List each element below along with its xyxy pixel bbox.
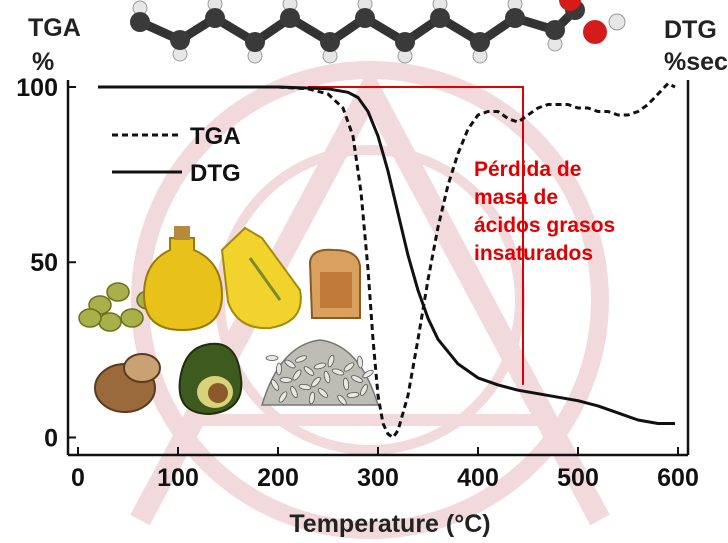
molecule-oxygen-atom	[559, 0, 581, 11]
plot-area: 0 50 100 0 100 200 300 400 500 600 TGA DTG Pérdida d…	[16, 74, 699, 492]
bottle-cork-icon	[174, 226, 190, 240]
sunflower-seed-icon	[351, 375, 363, 383]
molecule-carbon-atom	[205, 8, 225, 28]
x-tick-label: 200	[257, 464, 299, 492]
annotation-line: Pérdida de	[474, 158, 581, 181]
olive-icon	[98, 312, 122, 332]
sunflower-seed-icon	[343, 362, 355, 372]
olive-icon	[106, 282, 130, 302]
sunflower-seed-icon	[303, 366, 315, 376]
x-tick-label: 100	[157, 464, 199, 492]
x-axis-label: Temperature (°C)	[289, 510, 490, 538]
olive-oil-bottle-icon	[142, 237, 224, 332]
x-tick-label: 500	[557, 464, 599, 492]
molecule-hydrogen-atom	[608, 13, 626, 31]
series-line-tga	[98, 82, 676, 439]
molecule-carbon-atom	[395, 32, 415, 52]
annotation-line: ácidos grasos	[474, 214, 615, 237]
sunflower-seed-icon	[265, 355, 279, 361]
food-illustrations	[78, 226, 380, 416]
herb-sprig-icon	[248, 257, 282, 301]
right-axis-unit: %sec	[664, 48, 728, 76]
sunflower-seed-icon	[290, 386, 298, 398]
legend: TGA DTG	[112, 123, 241, 187]
sunflower-seed-icon	[284, 359, 296, 369]
sunflower-seed-icon	[279, 377, 293, 383]
molecule-oxygen-atom	[583, 20, 607, 44]
y-tick-label: 0	[44, 424, 58, 452]
sunflower-seed-icon	[308, 391, 316, 405]
sunflower-seed-icon	[323, 370, 331, 384]
sunflower-seed-icon	[331, 368, 345, 376]
y-tick-label: 100	[16, 74, 58, 102]
sunflower-seed-icon	[327, 354, 335, 368]
sunflower-seed-icon	[337, 394, 347, 406]
fatty-acid-molecule-illustration	[130, 0, 626, 64]
sunflower-seed-icon	[342, 377, 350, 391]
avocado-seed-icon	[208, 383, 228, 403]
molecule-carbon-atom	[245, 32, 265, 52]
walnut-icon	[123, 353, 161, 383]
annotation-line: masa de	[474, 186, 558, 209]
olive-icon	[78, 308, 102, 328]
peanut-butter-icon	[320, 272, 352, 308]
left-axis-unit: %	[32, 48, 54, 76]
right-axis-label: DTG	[664, 16, 717, 44]
molecule-carbon-atom	[470, 32, 490, 52]
sunflower-seed-icon	[276, 362, 282, 376]
x-tick-label: 300	[357, 464, 399, 492]
molecule-carbon-atom	[545, 20, 565, 40]
molecule-carbon-atom	[320, 32, 340, 52]
molecule-carbon-atom	[505, 8, 525, 28]
annotation-bracket	[308, 86, 524, 385]
sunflower-seed-icon	[346, 392, 360, 398]
sunflower-seed-icon	[294, 355, 308, 363]
annotation-line: insaturados	[474, 242, 593, 265]
sunflower-seed-icon	[357, 355, 363, 369]
annotation-text: Pérdida de masa de ácidos grasos insaturado…	[474, 158, 615, 265]
left-axis-label: TGA	[28, 14, 81, 42]
molecule-carbon-atom	[355, 8, 375, 28]
legend-label: DTG	[190, 160, 241, 187]
molecule-carbon-atom	[280, 8, 300, 28]
molecule-carbon-atom	[430, 8, 450, 28]
x-tick-label: 600	[657, 464, 699, 492]
molecule-carbon-atom	[170, 30, 190, 50]
molecule-carbon-atom	[130, 12, 150, 32]
sunflower-seed-icon	[292, 369, 302, 381]
x-tick-label: 0	[71, 464, 85, 492]
sunflower-seed-icon	[313, 362, 327, 370]
sunflower-seed-icon	[360, 384, 368, 396]
oil-jug-icon	[220, 226, 302, 330]
y-tick-label: 50	[30, 249, 58, 277]
x-tick-label: 400	[457, 464, 499, 492]
sunflower-seed-icon	[362, 369, 374, 379]
sunflower-seed-icon	[270, 379, 280, 391]
sunflower-seed-icon	[317, 388, 329, 398]
series-line-dtg	[98, 85, 675, 425]
sunflower-seed-icon	[298, 383, 312, 391]
olive-icon	[120, 308, 144, 328]
legend-label: TGA	[190, 123, 241, 150]
sunflower-seed-icon	[311, 376, 321, 388]
sunflower-seed-icon	[278, 391, 288, 403]
